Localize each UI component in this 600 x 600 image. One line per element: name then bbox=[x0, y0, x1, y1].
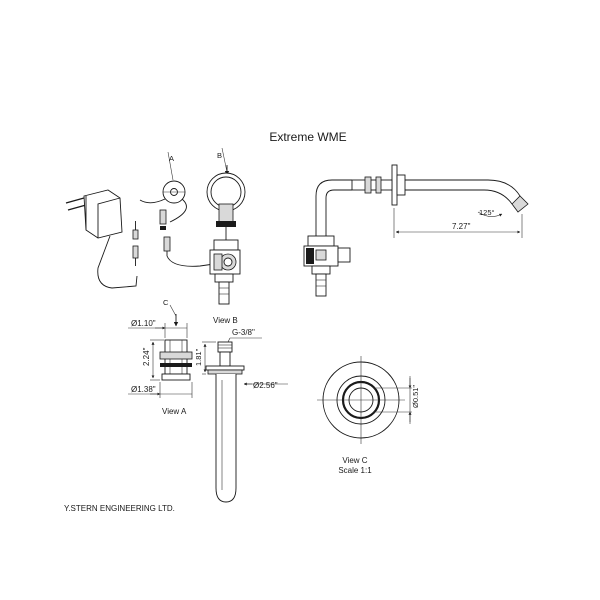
company-name: Y.STERN ENGINEERING LTD. bbox=[64, 504, 175, 513]
view-a: C Ø1.10" 2.24" Ø1.38" View A bbox=[128, 298, 193, 416]
sensor-cable-2 bbox=[169, 198, 187, 223]
view-b: View B G-3/8" 1.81" Ø2.56" bbox=[194, 316, 288, 503]
wall-flange bbox=[391, 164, 398, 206]
view-c-scale: Scale 1:1 bbox=[338, 466, 372, 475]
side-view-spout: 7.27" 125° bbox=[303, 164, 529, 297]
spout-outlet bbox=[511, 195, 529, 213]
marker-a: A bbox=[169, 154, 174, 163]
spout-top-edge bbox=[405, 179, 521, 197]
sensor-plug-1 bbox=[159, 209, 167, 225]
dim-thread: G-3/8" bbox=[232, 328, 255, 337]
dim-angle: 125° bbox=[479, 208, 495, 217]
spout-body-b bbox=[215, 374, 237, 503]
dim-051: Ø0.51" bbox=[411, 385, 420, 408]
dim-256: Ø2.56" bbox=[253, 381, 278, 390]
pipe-bend-outer bbox=[315, 179, 352, 236]
marker-b: B bbox=[217, 151, 222, 160]
inlet-b bbox=[218, 281, 230, 305]
sensor-cable-1 bbox=[139, 198, 166, 204]
adapter-cable bbox=[97, 235, 138, 289]
adapter-body bbox=[83, 189, 123, 239]
pipe-bend-inner bbox=[325, 189, 352, 236]
plug-prong-2 bbox=[67, 204, 87, 211]
dim-727: 7.27" bbox=[452, 222, 471, 231]
power-adapter bbox=[65, 189, 139, 289]
angle-arc bbox=[477, 211, 503, 217]
view-b-label: View B bbox=[213, 316, 238, 325]
view-c: Ø0.51" View C Scale 1:1 bbox=[317, 356, 420, 475]
dim-224: 2.24" bbox=[142, 347, 151, 366]
view-a-label: View A bbox=[162, 407, 187, 416]
leader-a bbox=[167, 151, 174, 181]
plug-prong-1 bbox=[65, 197, 85, 204]
sensor-plug-2 bbox=[163, 236, 171, 252]
dim-181: 1.81" bbox=[194, 348, 203, 366]
view-c-label: View C bbox=[342, 456, 367, 465]
inlet-side bbox=[315, 273, 327, 297]
marker-c: C bbox=[163, 298, 169, 307]
front-view-b: B bbox=[206, 147, 246, 305]
escutcheon-plate bbox=[205, 365, 245, 371]
dim-138: Ø1.38" bbox=[131, 385, 156, 394]
dim-110: Ø1.10" bbox=[131, 319, 156, 328]
sensor-module: A bbox=[139, 151, 215, 267]
sensor-cable-3 bbox=[166, 255, 215, 267]
spout-bottom-edge bbox=[405, 189, 513, 205]
drawing-title: Extreme WME bbox=[269, 130, 346, 144]
adapter-connector bbox=[132, 245, 139, 259]
